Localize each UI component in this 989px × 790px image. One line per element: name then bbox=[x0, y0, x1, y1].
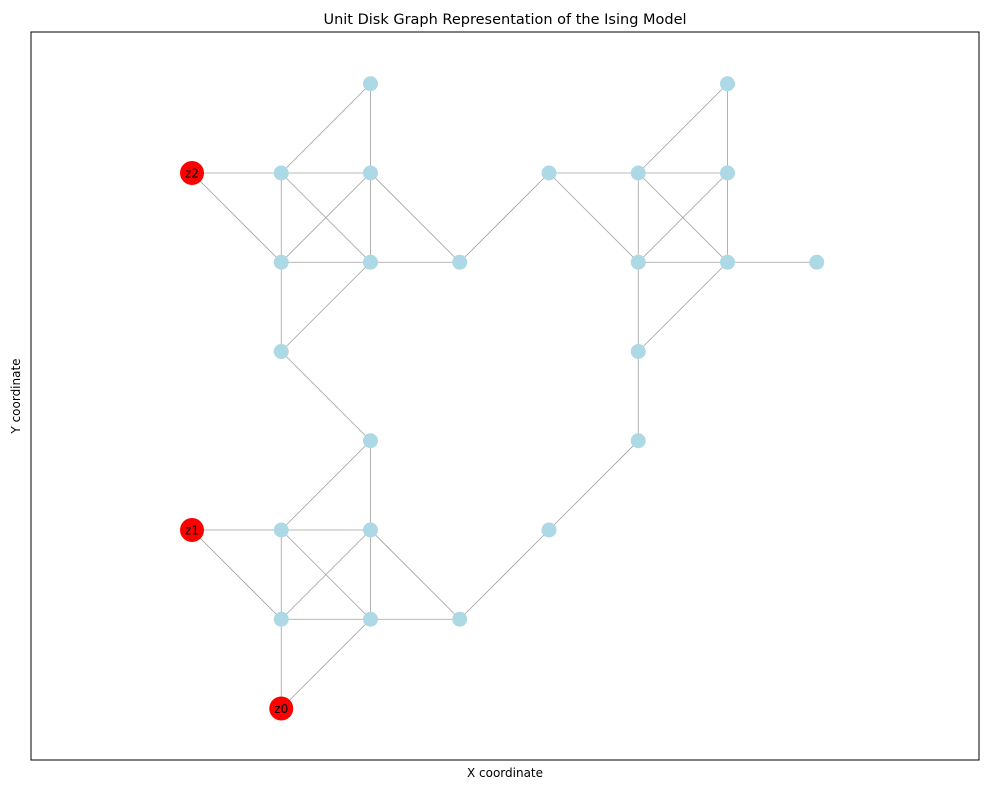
node-label-z0: z0 bbox=[274, 702, 288, 716]
graph-edge bbox=[280, 83, 371, 174]
graph-edge bbox=[370, 172, 461, 263]
graph-node bbox=[541, 522, 557, 538]
graph-edge bbox=[370, 529, 461, 620]
graph-edge bbox=[637, 261, 728, 352]
graph-edge bbox=[459, 172, 550, 263]
graph-node bbox=[452, 611, 468, 627]
graph-edge bbox=[280, 529, 371, 620]
graph-edge bbox=[548, 172, 639, 263]
chart-title: Unit Disk Graph Representation of the Is… bbox=[323, 12, 686, 28]
graph-edge bbox=[637, 172, 728, 263]
edges-layer bbox=[191, 83, 817, 709]
graph-edge bbox=[637, 83, 728, 174]
nodes-layer: z0 z1 z2 bbox=[180, 76, 825, 721]
graph-node bbox=[720, 254, 735, 270]
graph-node bbox=[541, 165, 557, 181]
graph-node bbox=[363, 165, 378, 181]
graph-node bbox=[720, 76, 735, 92]
graph-node bbox=[363, 76, 378, 92]
graph-node bbox=[273, 344, 289, 359]
graph-node bbox=[273, 611, 289, 627]
graph-node bbox=[363, 433, 378, 449]
special-node-z2 bbox=[180, 161, 204, 185]
graph-edge bbox=[191, 172, 282, 263]
graph-edge bbox=[459, 529, 550, 620]
graph-node bbox=[273, 165, 289, 181]
graph-node bbox=[809, 254, 825, 270]
graph-node bbox=[273, 254, 289, 270]
graph-node bbox=[630, 254, 646, 270]
graph-node bbox=[273, 522, 289, 538]
special-node-z0 bbox=[269, 696, 294, 721]
graph-node bbox=[363, 522, 378, 538]
special-node-z1 bbox=[180, 518, 204, 542]
graph-edge bbox=[280, 440, 371, 531]
graph-node bbox=[630, 344, 646, 359]
graph-node bbox=[363, 254, 378, 270]
graph-edge bbox=[280, 261, 371, 352]
graph-edge bbox=[548, 440, 639, 531]
x-axis-label: X coordinate bbox=[467, 766, 543, 780]
graph-node bbox=[630, 165, 646, 181]
graph-edge bbox=[280, 618, 371, 709]
graph-node bbox=[720, 165, 735, 181]
y-axis-label: Y coordinate bbox=[9, 358, 23, 434]
graph-node bbox=[452, 254, 468, 270]
node-label-z1: z1 bbox=[185, 524, 199, 538]
graph-edge bbox=[280, 351, 371, 442]
graph-node bbox=[363, 611, 378, 627]
node-label-z2: z2 bbox=[185, 167, 199, 181]
graph-node bbox=[630, 433, 646, 449]
plot-area-frame bbox=[30, 31, 980, 761]
graph-edge bbox=[280, 172, 371, 263]
graph-edge bbox=[191, 529, 282, 620]
